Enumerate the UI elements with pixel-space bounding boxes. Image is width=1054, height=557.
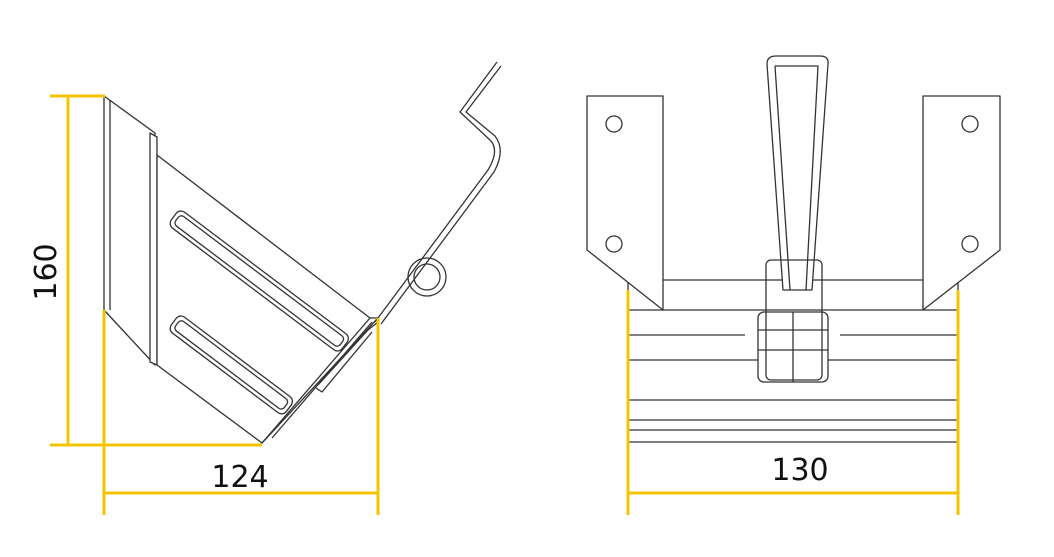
front-left-bracket bbox=[586, 95, 664, 311]
mount-hole bbox=[605, 115, 623, 133]
height-label: 160 bbox=[29, 243, 64, 300]
side-clip bbox=[315, 321, 379, 393]
side-slot-upper bbox=[169, 210, 349, 352]
depth-label: 124 bbox=[211, 460, 268, 495]
side-back-plate bbox=[103, 95, 156, 366]
front-handle bbox=[766, 55, 829, 291]
side-wire-loop bbox=[407, 257, 447, 297]
mount-hole bbox=[605, 235, 623, 253]
mount-hole bbox=[961, 235, 979, 253]
width-label: 130 bbox=[771, 453, 828, 488]
front-view bbox=[586, 55, 1001, 443]
dimensions: 160 124 130 bbox=[29, 94, 960, 515]
side-view bbox=[103, 61, 502, 444]
front-right-bracket bbox=[922, 95, 1001, 311]
side-slot-lower bbox=[169, 315, 294, 415]
mount-hole bbox=[961, 115, 979, 133]
side-wire-handle bbox=[374, 61, 502, 325]
